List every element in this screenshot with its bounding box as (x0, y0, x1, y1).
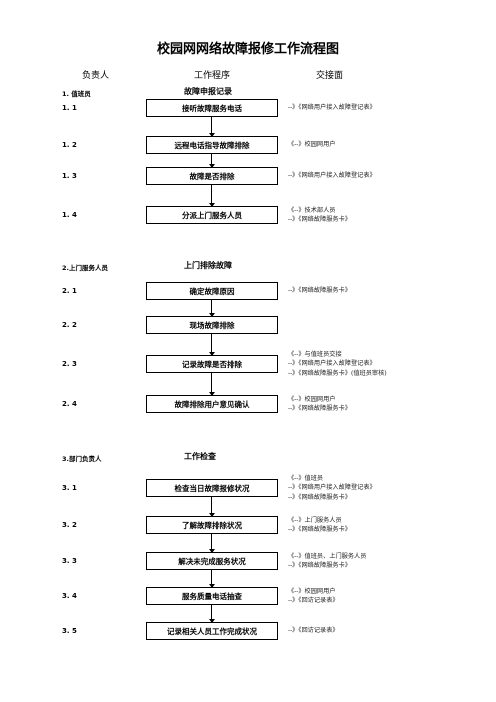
page-title: 校园网网络故障报修工作流程图 (156, 42, 339, 57)
process-box: 故障是否排除 (146, 167, 278, 185)
process-box: 检查当日故障报修状况 (146, 479, 278, 497)
interface-line: --》《网络故障服务卡》 (288, 493, 351, 501)
step-number: 1. 3 (62, 172, 77, 180)
step-number: 2. 4 (62, 400, 77, 408)
step-number: 3. 2 (62, 521, 77, 529)
step-number: 3. 5 (62, 627, 77, 635)
process-box: 接听故障服务电话 (146, 99, 278, 117)
interface-note: 《--》技术部人员 --》《网络故障服务卡》 (288, 206, 351, 225)
interface-note: --》《网络用户接入故障登记表》 (288, 171, 376, 181)
interface-line: --》《网络故障服务卡》 (288, 405, 351, 412)
process-box: 确定故障原因 (146, 282, 278, 300)
interface-line: 《--》值班员、上门服务人员 (288, 552, 367, 560)
interface-note: 《--》值班员 --》《网络用户接入故障登记表》--》《网络故障服务卡》 (288, 474, 376, 503)
interface-line: 《--》校园网用户 (288, 141, 336, 149)
section-owner-label: 3.部门负责人 (62, 455, 102, 463)
step-number: 2. 3 (62, 360, 77, 368)
interface-line: --》《回访记录表》 (288, 627, 339, 635)
process-box: 故障排除用户意见确认 (146, 395, 278, 413)
interface-note: 《--》校园网用户 --》《回访记录表》 (288, 587, 339, 606)
section-title: 故障申报记录 (184, 87, 232, 96)
interface-note: --》《回访记录表》 (288, 626, 339, 636)
interface-line: --》《网络故障服务卡》 (288, 216, 351, 223)
interface-line: --》《网络用户接入故障登记表》 (288, 104, 376, 112)
flow-arrow (208, 534, 215, 553)
flow-arrow (208, 154, 215, 168)
interface-line: 《--》值班员 (288, 474, 324, 482)
interface-line: --》《网络故障服务卡》(值班员审核) (288, 369, 387, 377)
process-box: 记录相关人员工作完成状况 (146, 622, 278, 640)
interface-line: --》《网络故障服务卡》 (288, 287, 351, 295)
interface-line: --》《网络故障服务卡》 (288, 526, 351, 533)
header-procedure: 工作程序 (194, 71, 231, 81)
interface-note: --》《网络故障服务卡》 (288, 286, 351, 296)
interface-line: 《--》校园网用户 (288, 395, 336, 403)
interface-line: --》《网络用户接入故障登记表》 (288, 360, 376, 368)
interface-line: --》《网络用户接入故障登记表》 (288, 172, 376, 180)
step-number: 1. 4 (62, 211, 77, 219)
step-number: 1. 2 (62, 141, 77, 149)
process-box: 分派上门服务人员 (146, 206, 278, 224)
step-number: 3. 4 (62, 592, 77, 600)
interface-line: 《--》技术部人员 (288, 206, 336, 214)
interface-line: 《--》与值班员交接 (288, 350, 342, 358)
process-box: 了解故障排除状况 (146, 516, 278, 534)
step-number: 1. 1 (62, 104, 77, 112)
flow-arrow (208, 570, 215, 588)
interface-note: 《--》校园网用户 --》《网络故障服务卡》 (288, 395, 351, 414)
interface-line: --》《网络用户接入故障登记表》 (288, 484, 376, 492)
process-box: 服务质量电话抽查 (146, 587, 278, 605)
flow-arrow (208, 117, 215, 137)
flow-arrow (208, 300, 215, 317)
step-number: 2. 1 (62, 287, 77, 295)
flow-arrow (208, 373, 215, 396)
interface-note: 《--》与值班员交接 --》《网络用户接入故障登记表》--》《网络故障服务卡》(值… (288, 350, 387, 379)
header-owner: 负责人 (82, 71, 110, 81)
interface-line: 《--》校园网用户 (288, 587, 336, 595)
process-box: 解决未完成服务状况 (146, 552, 278, 570)
interface-note: 《--》值班员、上门服务人员 --》《网络故障服务卡》 (288, 552, 366, 571)
section-title: 上门排除故障 (184, 261, 232, 270)
section-owner-label: 2.上门服务人员 (62, 264, 108, 272)
interface-note: 《--》上门服务人员 --》《网络故障服务卡》 (288, 516, 351, 535)
process-box: 现场故障排除 (146, 316, 278, 334)
flow-arrow (208, 334, 215, 356)
header-interface: 交接面 (316, 71, 344, 81)
interface-line: 《--》上门服务人员 (288, 516, 342, 524)
section-title: 工作检查 (184, 452, 216, 461)
flow-arrow (208, 605, 215, 623)
step-number: 3. 3 (62, 557, 77, 565)
interface-line: --》《回访记录表》 (288, 597, 339, 604)
process-box: 远程电话指导故障排除 (146, 136, 278, 154)
section-owner-label: 1. 值班员 (62, 90, 91, 98)
interface-note: --》《网络用户接入故障登记表》 (288, 103, 376, 113)
process-box: 记录故障是否排除 (146, 355, 278, 373)
step-number: 3. 1 (62, 484, 77, 492)
step-number: 2. 2 (62, 321, 77, 329)
flow-arrow (208, 185, 215, 207)
flow-arrow (208, 497, 215, 517)
interface-note: 《--》校园网用户 (288, 140, 336, 150)
interface-line: --》《网络故障服务卡》 (288, 562, 351, 569)
